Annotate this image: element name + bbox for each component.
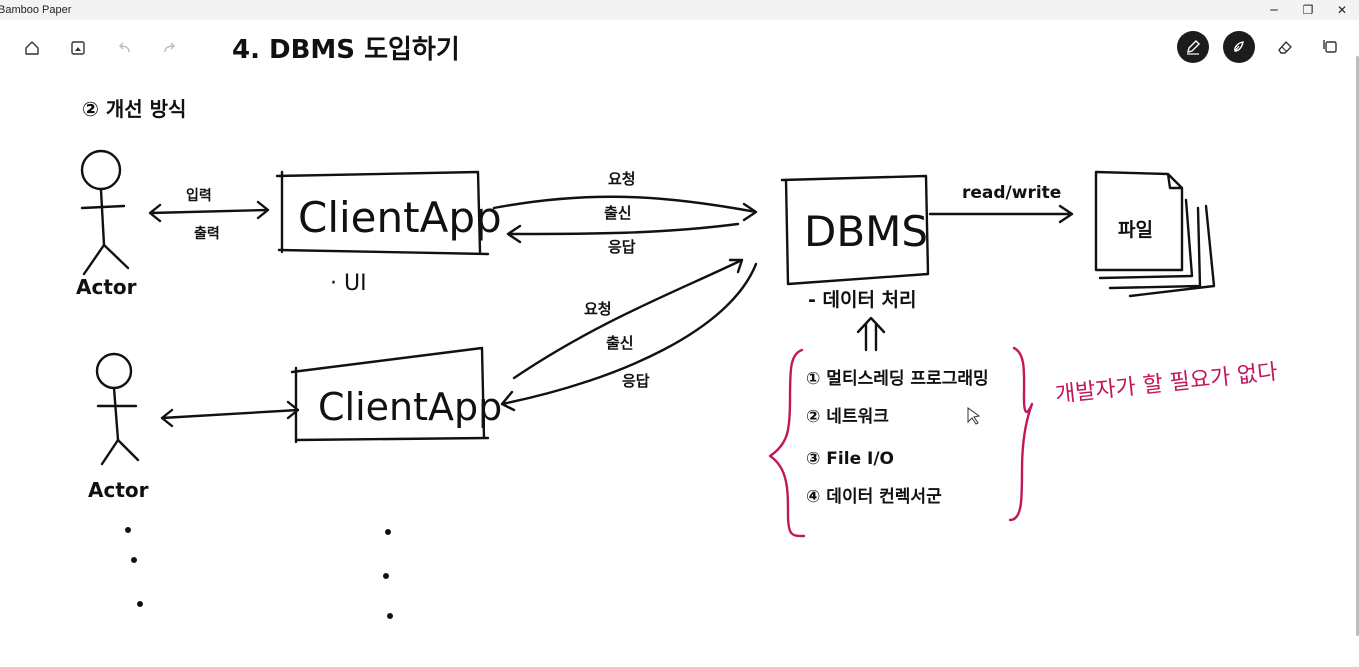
pages-button[interactable] (60, 34, 96, 62)
arrow-actor1-client1 (148, 200, 270, 223)
ellipsis-dot (383, 573, 390, 580)
dbms-label: DBMS (804, 207, 928, 256)
input-label: 입력 (186, 188, 212, 204)
note-subheading: ② 개선 방식 (82, 97, 186, 121)
file-stack-icon (1094, 170, 1216, 298)
pink-note: 개발자가 할 필요가 없다 (1054, 360, 1279, 408)
mouse-cursor-icon (967, 407, 981, 425)
mid-response-label: 응답 (622, 372, 650, 390)
close-button[interactable]: ✕ (1336, 3, 1348, 17)
mid-send-label: 출신 (606, 334, 634, 352)
client-app-box-2 (290, 346, 490, 444)
list-item: ④ 데이터 컨렉서군 (806, 487, 942, 507)
toolbar-right (1177, 31, 1347, 63)
arrow-dbms-file (928, 204, 1074, 224)
crop-tool-button[interactable] (1315, 31, 1347, 63)
note-canvas[interactable]: 4. DBMS 도입하기 ② 개선 방식 Actor Actor 입력 출력 C… (0, 20, 1359, 667)
redo-button[interactable] (152, 34, 188, 62)
file-label: 파일 (1118, 219, 1153, 241)
client-app-label-1: ClientApp (298, 193, 502, 242)
pen-tool-button[interactable] (1177, 31, 1209, 63)
read-write-label: read/write (962, 183, 1061, 203)
pages-icon (71, 41, 85, 55)
home-icon (25, 41, 39, 55)
right-brace (1008, 346, 1034, 522)
arrow-client1-dbms (492, 195, 758, 222)
dbms-box (780, 174, 930, 286)
note-heading: 4. DBMS 도입하기 (232, 35, 460, 65)
ellipsis-dot (385, 529, 392, 536)
actor-figure-2 (95, 352, 140, 466)
left-brace (768, 348, 806, 538)
ellipsis-dot (136, 601, 143, 608)
eraser-icon (1278, 41, 1292, 54)
actor-label-2: Actor (88, 478, 149, 502)
dbms-note: - 데이터 처리 (808, 289, 917, 311)
app-title: Bamboo Paper (0, 4, 72, 16)
brush-tool-button[interactable] (1223, 31, 1255, 63)
pen-icon (1187, 40, 1200, 55)
vertical-scrollbar[interactable] (1356, 56, 1359, 636)
crop-icon (1323, 40, 1337, 53)
toolbar-left (14, 34, 188, 62)
list-item: ① 멀티스레딩 프로그래밍 (806, 368, 989, 389)
output-label: 출력 (194, 225, 220, 242)
ellipsis-dot (124, 527, 131, 534)
redo-icon (164, 42, 175, 53)
brush-icon (1234, 41, 1244, 52)
list-item: ③ File I/O (806, 449, 894, 469)
double-up-arrow (856, 316, 886, 352)
eraser-tool-button[interactable] (1269, 31, 1301, 63)
list-item: ② 네트워크 (806, 407, 889, 427)
home-button[interactable] (14, 34, 50, 62)
client-app-label-2: ClientApp (318, 385, 502, 429)
undo-button[interactable] (106, 34, 142, 62)
top-request-label: 요청 (608, 170, 636, 188)
window-titlebar: Bamboo Paper ─ ❐ ✕ (0, 0, 1359, 20)
arrow-actor2-client2 (160, 400, 300, 428)
undo-icon (119, 42, 130, 53)
ellipsis-dot (387, 613, 394, 620)
arrow-dbms-client1 (506, 222, 740, 244)
mid-request-label: 요청 (584, 300, 612, 318)
client-app-box-1 (275, 170, 490, 256)
maximize-button[interactable]: ❐ (1302, 3, 1314, 17)
client-app-ui-note: · UI (330, 271, 367, 296)
arrow-dbms-client2 (500, 262, 758, 412)
window-controls: ─ ❐ ✕ (1257, 0, 1359, 20)
minimize-button[interactable]: ─ (1270, 3, 1278, 17)
top-send-label: 출신 (604, 204, 632, 222)
ellipsis-dot (130, 557, 137, 564)
actor-label-1: Actor (76, 275, 137, 299)
arrow-client2-dbms (512, 258, 744, 380)
top-response-label: 응답 (608, 238, 636, 256)
actor-figure-1 (80, 149, 130, 276)
